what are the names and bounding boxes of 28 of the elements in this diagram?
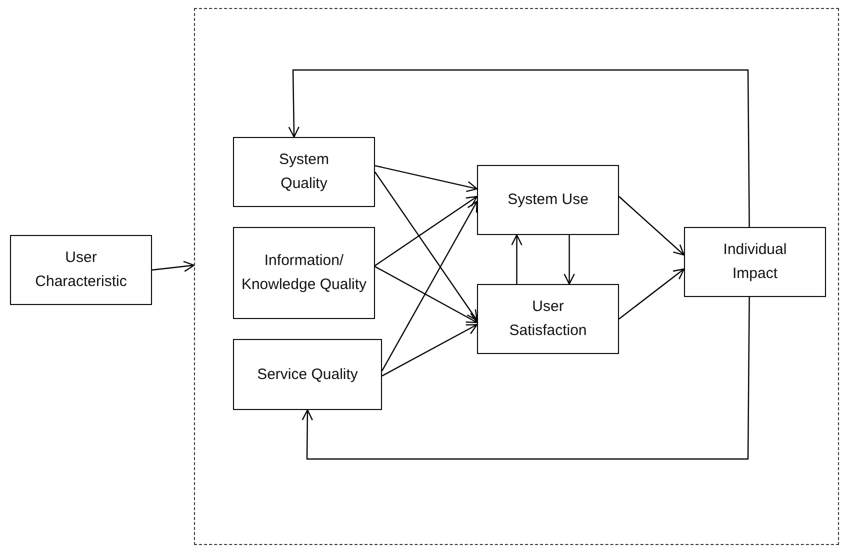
arrow (511, 234, 522, 284)
arrow (152, 260, 195, 272)
process-box (684, 227, 826, 297)
arrow (618, 196, 685, 256)
process-box (233, 339, 382, 410)
dashed-boundary (194, 8, 839, 545)
arrow (564, 235, 575, 285)
process-box (477, 165, 619, 235)
box-label: System Quality (278, 150, 330, 194)
arrow (374, 165, 478, 192)
process-box (477, 284, 619, 354)
box-label: System Use (508, 190, 588, 210)
process-box (10, 235, 152, 305)
arrow (374, 266, 478, 324)
arrow (618, 268, 685, 320)
box-label: Individual Impact (722, 240, 788, 284)
box-label: Service Quality (257, 364, 358, 384)
process-box (233, 227, 375, 319)
box-label: User Characteristic (34, 248, 128, 292)
arrow (381, 200, 478, 372)
arrow (374, 196, 478, 266)
process-box (233, 137, 375, 207)
arrow (374, 172, 478, 321)
arrow (302, 297, 750, 460)
box-label: Information/ Knowledge Quality (240, 251, 368, 295)
box-label: User Satisfaction (508, 297, 588, 341)
arrow (382, 324, 478, 376)
arrow (288, 69, 750, 227)
